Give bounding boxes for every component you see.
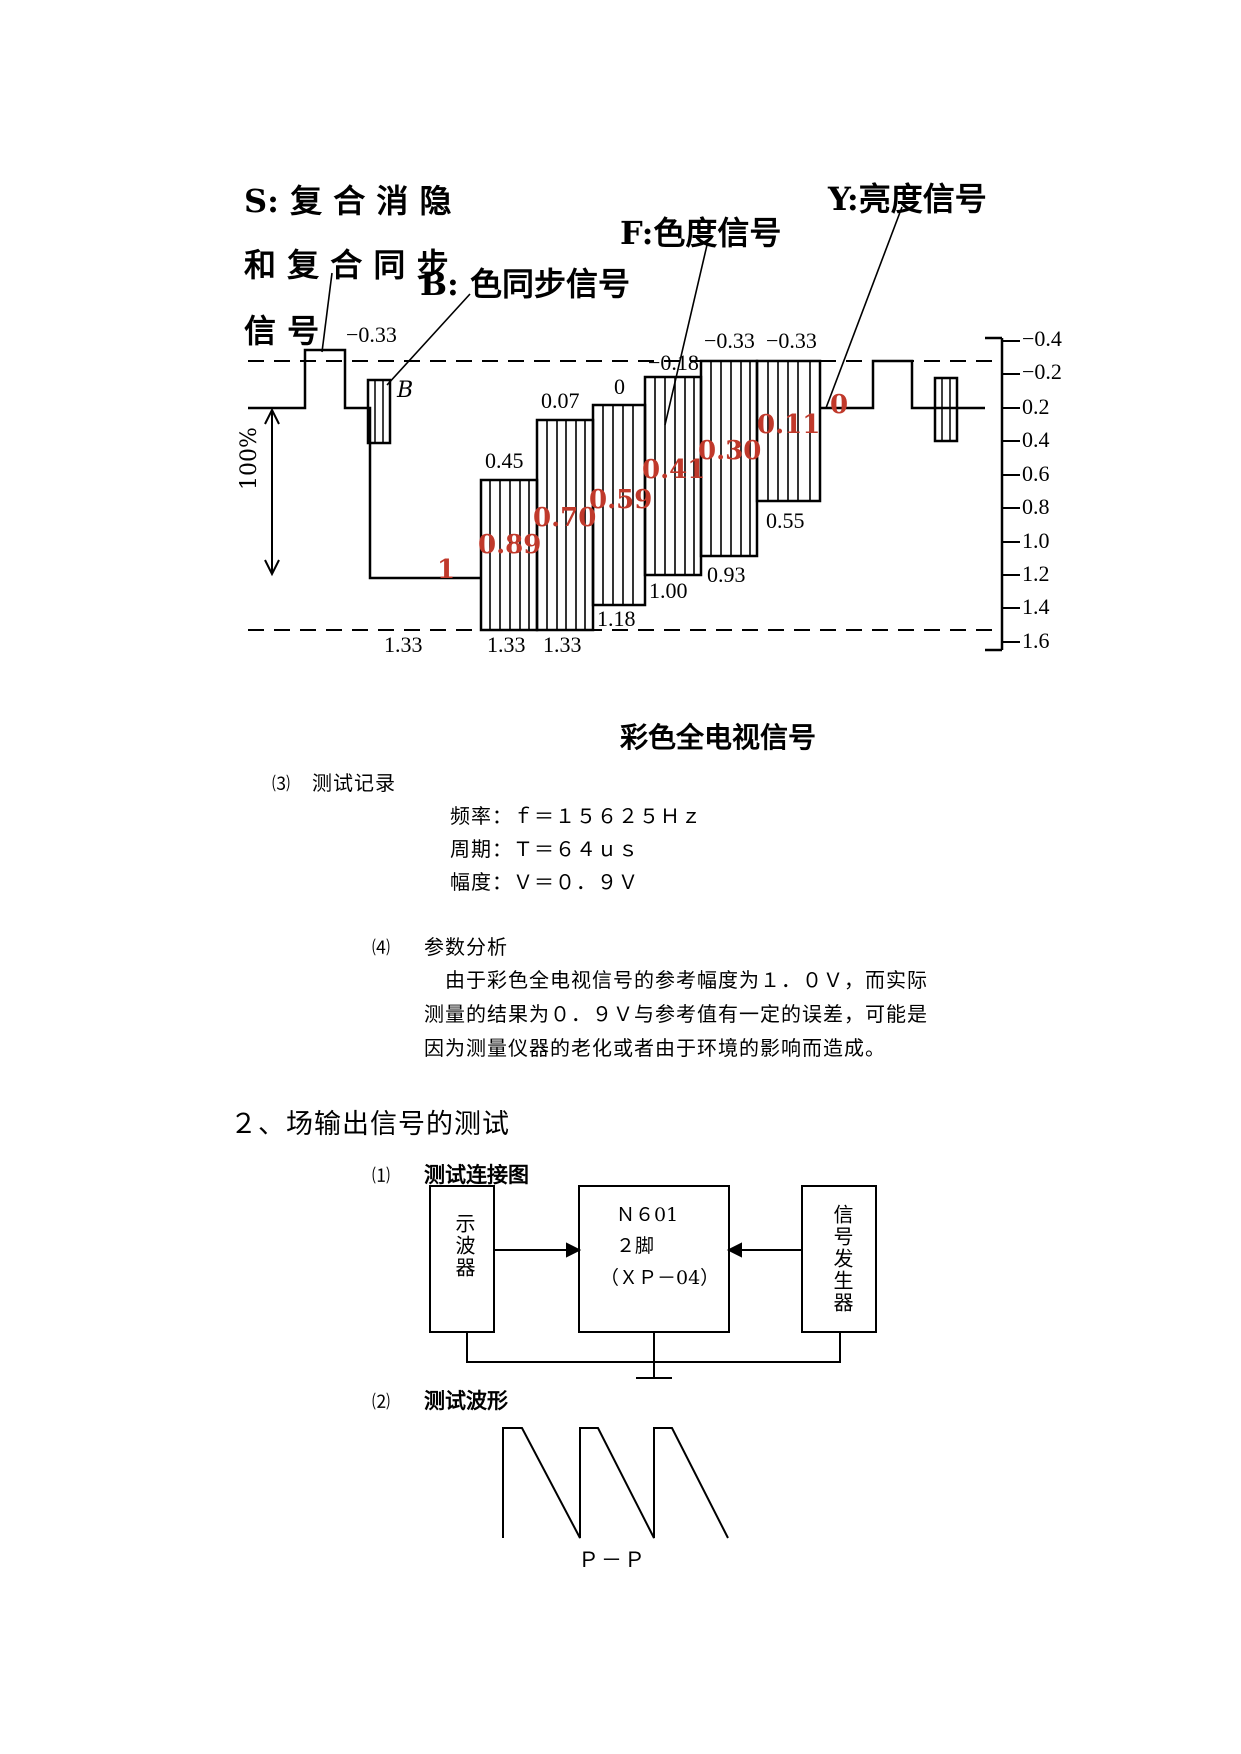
- analysis-line: 测量的结果为０．９Ｖ与参考值有一定的误差，可能是: [424, 1002, 928, 1026]
- luminance-value: 0.30: [698, 436, 762, 466]
- luminance-value: 0.41: [642, 455, 706, 485]
- axis-tick: 1.4: [1022, 594, 1050, 619]
- item1-title: 测试连接图: [424, 1163, 529, 1187]
- amplitude-percent-label: 100%: [237, 427, 262, 490]
- part2-heading: ２、场输出信号的测试: [230, 1109, 510, 1140]
- level-value-bottom: 1.00: [649, 578, 688, 603]
- burst-label: B: 色同步信号: [420, 265, 631, 303]
- oscilloscope-box: 示波器: [452, 1213, 476, 1279]
- luminance-value: 1: [437, 555, 456, 585]
- level-value-top: −0.33: [346, 322, 397, 347]
- level-value-top: 0.07: [541, 388, 580, 413]
- axis-tick: 0.8: [1022, 494, 1050, 519]
- record-amplitude: 幅度：Ｖ＝０．９Ｖ: [450, 870, 639, 894]
- xp04-label: （ＸＰ－04）: [600, 1267, 720, 1289]
- axis-tick: 1.6: [1022, 628, 1050, 653]
- sync-label-line3: 信 号: [244, 312, 320, 350]
- record-frequency: 频率：ｆ＝１５６２５Ｈｚ: [450, 804, 702, 828]
- chroma-label: F:色度信号: [620, 214, 782, 252]
- section3-number: ⑶: [272, 774, 290, 795]
- analysis-line: 因为测量仪器的老化或者由于环境的影响而造成。: [424, 1036, 886, 1060]
- sync-label-line1: S: 复 合 消 隐: [244, 182, 452, 220]
- sync-label-line2: 和 复 合 同 步: [244, 246, 449, 284]
- luminance-value: 0.59: [589, 485, 653, 515]
- peak-to-peak-label: Ｐ－Ｐ: [578, 1548, 647, 1572]
- level-value-top: −0.33: [704, 328, 755, 353]
- level-value-bottom: 1.33: [543, 632, 582, 657]
- level-value-top: −0.33: [766, 328, 817, 353]
- axis-tick: 0.2: [1022, 394, 1050, 419]
- burst-letter: B: [397, 378, 414, 403]
- axis-tick: −0.4: [1022, 326, 1062, 351]
- luminance-value: 0.11: [757, 410, 821, 440]
- axis-tick: 1.2: [1022, 561, 1050, 586]
- item1-number: ⑴: [372, 1166, 390, 1187]
- axis-tick: 0.4: [1022, 427, 1050, 452]
- luminance-value: 0.89: [478, 530, 542, 560]
- section4-number: ⑷: [372, 938, 390, 959]
- signal-generator-box: 信号发生器: [830, 1204, 854, 1314]
- luminance-value: 0.70: [533, 503, 597, 533]
- level-value-bottom: 0.93: [707, 562, 746, 587]
- level-value-bottom: 1.33: [487, 632, 526, 657]
- figure-caption: 彩色全电视信号: [620, 721, 817, 754]
- axis-tick: −0.2: [1022, 359, 1062, 384]
- item2-number: ⑵: [372, 1392, 390, 1413]
- level-value-top: −0.18: [648, 350, 699, 375]
- record-period: 周期：Ｔ＝６４ｕｓ: [450, 837, 639, 861]
- n601-label: Ｎ６01: [616, 1204, 679, 1226]
- axis-tick: 0.6: [1022, 461, 1050, 486]
- item2-title: 测试波形: [424, 1389, 508, 1413]
- level-value-bottom: 1.18: [597, 606, 636, 631]
- luminance-value: 0: [830, 390, 849, 420]
- analysis-line: 由于彩色全电视信号的参考幅度为１．０Ｖ，而实际: [424, 968, 928, 992]
- axis-tick: 1.0: [1022, 528, 1050, 553]
- luma-label: Y:亮度信号: [828, 180, 987, 218]
- level-value-bottom: 1.33: [384, 632, 423, 657]
- pin2-label: ２脚: [616, 1235, 655, 1257]
- section3-title: 测试记录: [312, 771, 396, 795]
- level-value-top: 0: [614, 374, 625, 399]
- composite-video-signal-figure: [248, 206, 1020, 652]
- level-value-bottom: 0.55: [766, 508, 805, 533]
- level-value-top: 0.45: [485, 448, 524, 473]
- section4-title: 参数分析: [424, 935, 508, 959]
